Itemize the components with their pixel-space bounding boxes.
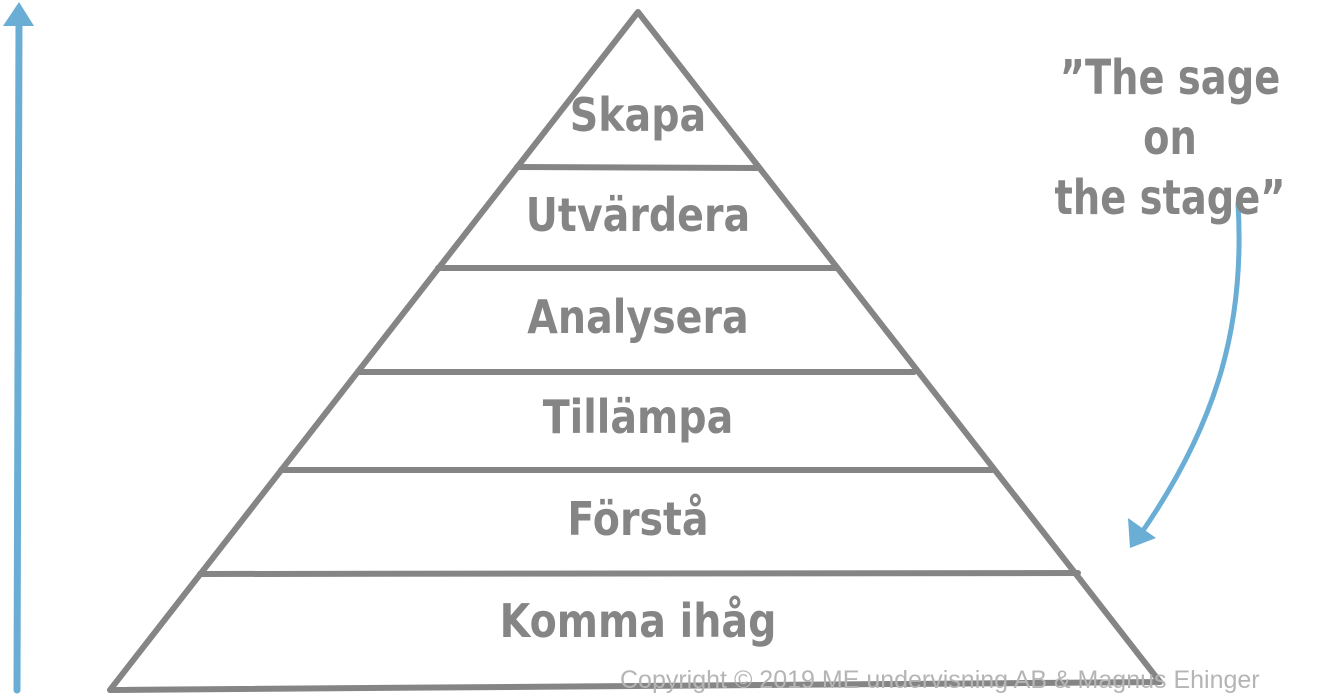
quote-text: ”The sage on the stage” [1050, 48, 1290, 228]
level-apply: Tillämpa [542, 390, 734, 444]
tier-divider [514, 164, 760, 171]
level-create: Skapa [569, 88, 707, 142]
level-understand: Förstå [567, 492, 709, 546]
quote-line-2: the stage” [1054, 170, 1286, 226]
vertical-arrow-up-icon [3, 2, 34, 694]
level-analyze: Analysera [527, 290, 749, 344]
level-evaluate: Utvärdera [525, 188, 751, 242]
tier-divider [197, 570, 1081, 577]
copyright-notice: Copyright © 2019 ME undervisning AB & Ma… [620, 666, 1260, 694]
curved-arrow-down-icon [1128, 200, 1242, 548]
quote-line-1: ”The sage on [1059, 50, 1281, 166]
level-remember: Komma ihåg [499, 594, 777, 648]
pyramid-outline [107, 9, 1163, 693]
